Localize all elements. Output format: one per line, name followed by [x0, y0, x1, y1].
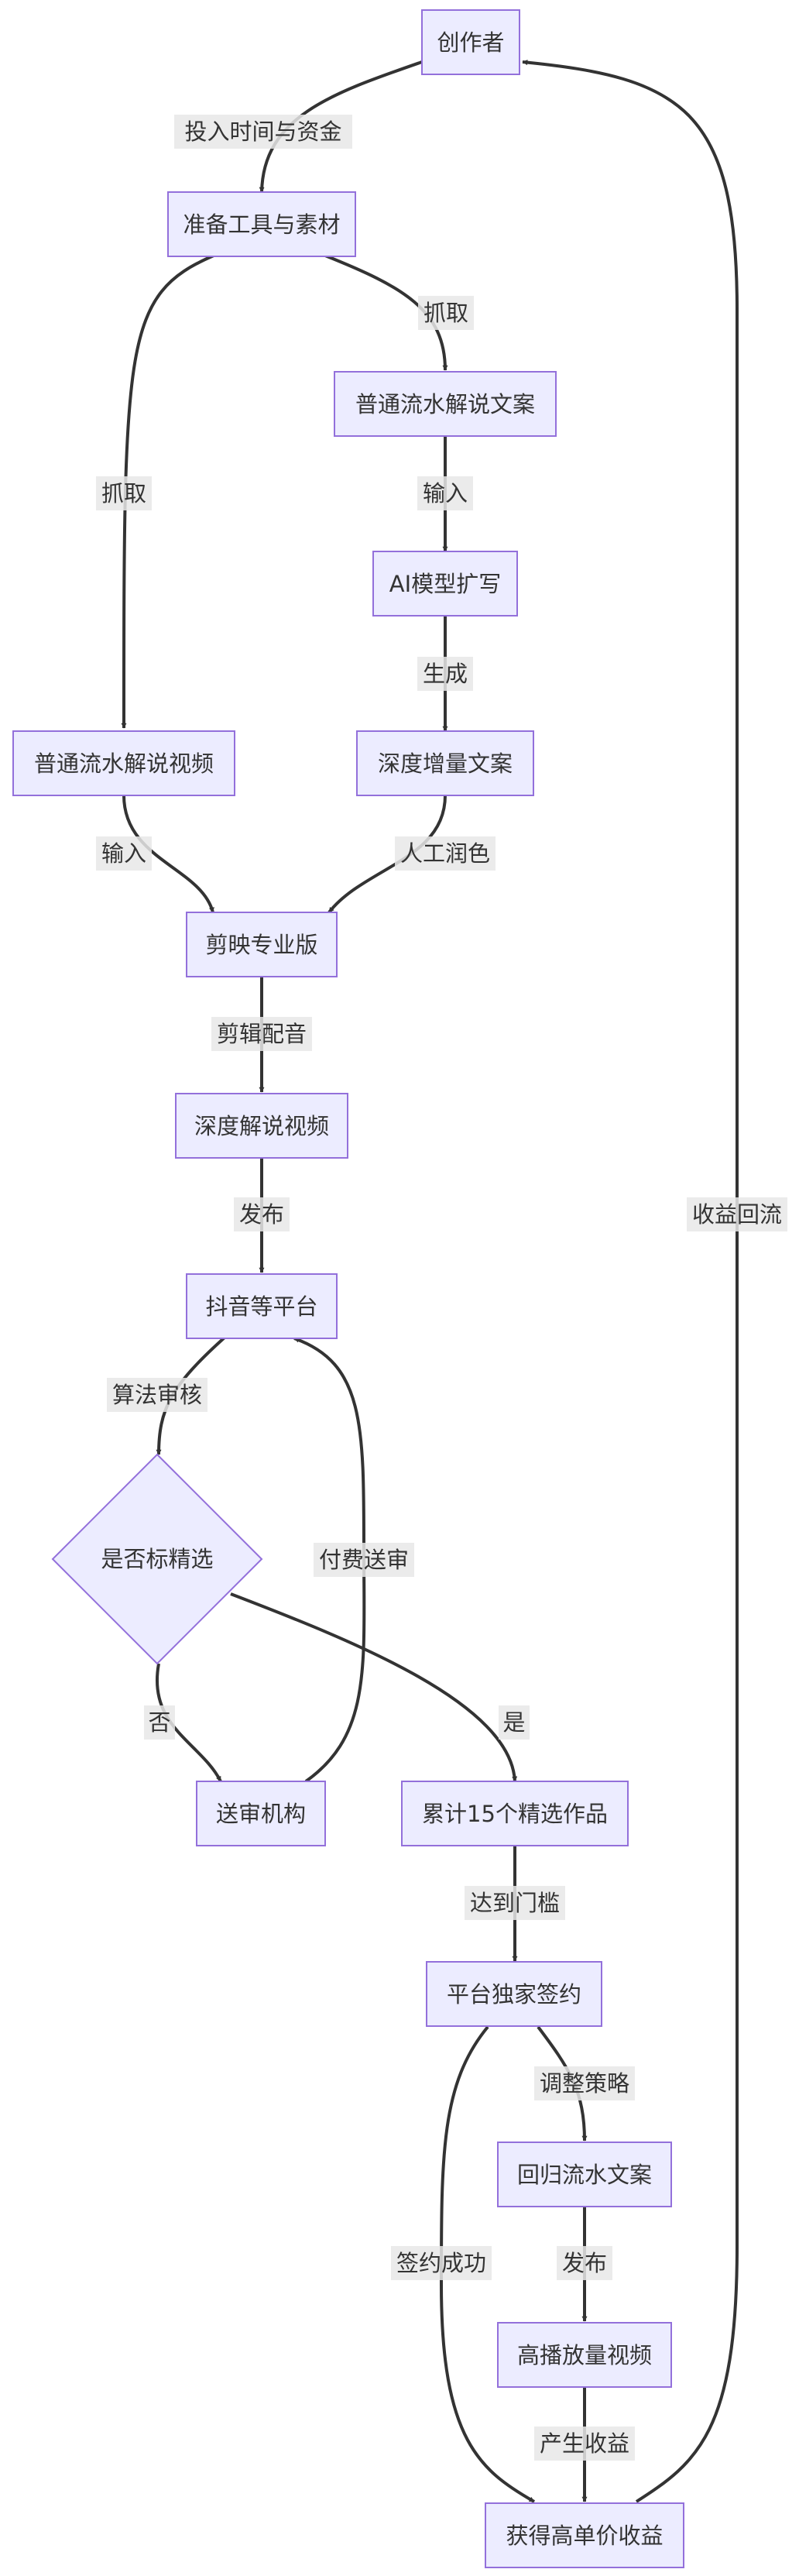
node-douyin: 抖音等平台	[186, 1273, 338, 1339]
edge-label-publish-high-play: 发布	[557, 2246, 612, 2280]
edge-label-edit-dub: 剪辑配音	[211, 1017, 312, 1051]
node-prepare-label: 准备工具与素材	[183, 211, 340, 238]
edge-labels: 投入时间与资金 抓取 抓取 输入 生成 输入 人工润色 剪辑配音	[96, 115, 787, 2461]
edge-label-input-capcut-text: 输入	[101, 840, 146, 867]
edge-label-grab-left: 抓取	[96, 476, 152, 510]
edge-label-adjust: 调整策略	[534, 2066, 635, 2100]
edge-label-threshold: 达到门槛	[465, 1886, 565, 1920]
node-normal-video: 普通流水解说视频	[12, 730, 235, 796]
node-review-agency-label: 送审机构	[216, 1801, 306, 1827]
edge-prepare-to-normal-copy	[324, 254, 448, 371]
node-normal-copy: 普通流水解说文案	[334, 371, 557, 437]
edge-label-adjust-text: 调整策略	[540, 2070, 629, 2097]
edge-label-earn: 产生收益	[534, 2427, 635, 2461]
node-high-play-label: 高播放量视频	[517, 2342, 652, 2368]
edge-label-paid-review-text: 付费送审	[319, 1547, 409, 1573]
edge-prepare-to-normal-video	[121, 254, 214, 729]
node-accumulate: 累计15个精选作品	[401, 1781, 629, 1846]
edge-label-grab-left-text: 抓取	[101, 480, 146, 507]
node-accumulate-label: 累计15个精选作品	[422, 1801, 608, 1827]
edge-label-no-text: 否	[148, 1709, 170, 1736]
edge-label-edit-dub-text: 剪辑配音	[217, 1021, 307, 1047]
edge-label-input-ai: 输入	[417, 476, 473, 510]
edge-creator-to-prepare	[259, 60, 423, 193]
edge-label-sign-success-text: 签约成功	[396, 2250, 486, 2276]
edge-label-earn-text: 产生收益	[540, 2430, 629, 2457]
node-normal-copy-label: 普通流水解说文案	[355, 391, 535, 417]
edge-decision-to-review-agency	[156, 1663, 222, 1782]
node-return-copy-label: 回归流水文案	[517, 2162, 652, 2188]
edge-label-generate: 生成	[417, 657, 473, 691]
node-normal-video-label: 普通流水解说视频	[34, 750, 214, 777]
edge-label-invest: 投入时间与资金	[174, 115, 352, 149]
node-ai-model: AI模型扩写	[372, 551, 518, 617]
edge-label-input-capcut: 输入	[96, 836, 152, 871]
node-creator: 创作者	[421, 9, 520, 75]
edge-label-publish-douyin-text: 发布	[239, 1201, 284, 1228]
edge-label-paid-review: 付费送审	[314, 1543, 414, 1577]
nodes: 创作者 准备工具与素材 普通流水解说文案 AI模型扩写 普通流水解说视频 深度增…	[12, 9, 684, 2568]
node-deep-copy-label: 深度增量文案	[378, 750, 513, 777]
node-ai-model-label: AI模型扩写	[389, 571, 501, 597]
edge-label-grab-right-text: 抓取	[424, 300, 468, 326]
edge-label-publish-high-play-text: 发布	[562, 2250, 607, 2276]
edge-exclusive-to-income	[439, 2025, 535, 2503]
node-high-income: 获得高单价收益	[485, 2502, 684, 2568]
edge-label-sign-success: 签约成功	[391, 2246, 492, 2280]
edge-decision-to-accumulate	[230, 1592, 518, 1782]
edge-label-input-ai-text: 输入	[423, 480, 468, 507]
edge-label-polish: 人工润色	[395, 836, 496, 871]
edge-label-algo-review-text: 算法审核	[112, 1382, 202, 1408]
node-deep-video-label: 深度解说视频	[194, 1113, 329, 1139]
node-high-play: 高播放量视频	[497, 2322, 672, 2388]
edge-label-publish-douyin: 发布	[234, 1197, 290, 1231]
node-douyin-label: 抖音等平台	[205, 1293, 317, 1320]
node-deep-video: 深度解说视频	[175, 1093, 348, 1159]
node-capcut-label: 剪映专业版	[205, 932, 317, 958]
edge-label-polish-text: 人工润色	[400, 840, 490, 867]
edge-label-threshold-text: 达到门槛	[470, 1890, 560, 1916]
edge-label-generate-text: 生成	[423, 661, 468, 687]
node-exclusive-label: 平台独家签约	[447, 1981, 581, 2008]
node-prepare: 准备工具与素材	[167, 191, 356, 257]
node-deep-copy: 深度增量文案	[356, 730, 534, 796]
edge-label-income-return-text: 收益回流	[692, 1201, 782, 1228]
edge-label-invest-text: 投入时间与资金	[184, 118, 341, 145]
edge-label-grab-right: 抓取	[418, 296, 474, 330]
edge-label-algo-review: 算法审核	[107, 1378, 207, 1412]
node-return-copy: 回归流水文案	[497, 2142, 672, 2207]
edge-normal-video-to-capcut	[122, 795, 214, 913]
edge-label-income-return: 收益回流	[687, 1197, 787, 1231]
node-capcut: 剪映专业版	[186, 912, 338, 977]
node-decision: 是否标精选	[51, 1453, 263, 1665]
edge-income-to-creator	[522, 60, 739, 2503]
node-creator-label: 创作者	[437, 29, 504, 56]
node-exclusive: 平台独家签约	[426, 1961, 602, 2027]
edge-label-no: 否	[144, 1705, 175, 1740]
node-decision-label: 是否标精选	[101, 1546, 213, 1572]
edge-label-yes-text: 是	[502, 1709, 525, 1736]
node-review-agency: 送审机构	[196, 1781, 326, 1846]
edge-label-yes: 是	[499, 1705, 530, 1740]
node-high-income-label: 获得高单价收益	[506, 2523, 663, 2549]
